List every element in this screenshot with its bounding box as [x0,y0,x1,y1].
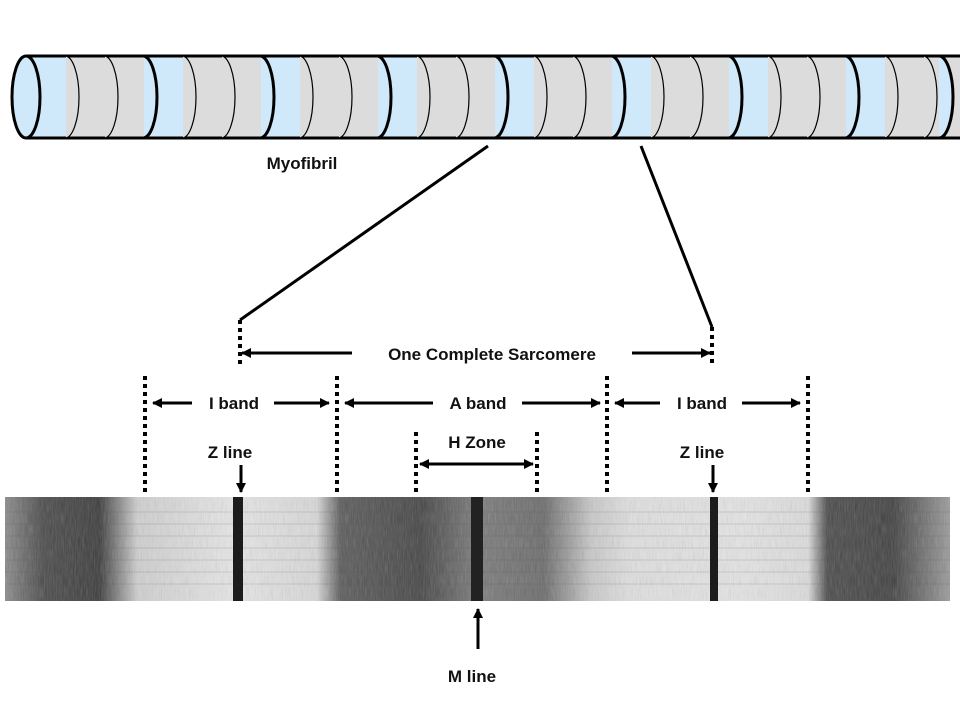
z-line-right-band [710,497,718,601]
a-band-span: A band [344,394,601,413]
z-line-left-label: Z line [208,443,252,462]
myofibril-cylinder [10,54,960,140]
i-band-right-label: I band [677,394,727,413]
i-band-left-span: I band [152,394,330,413]
i-band-right-span: I band [614,394,801,413]
sarcomere-label: One Complete Sarcomere [388,345,596,364]
a-band-label: A band [450,394,507,413]
myofibril-label: Myofibril [267,154,338,173]
h-zone-span: H Zone [419,433,534,469]
m-line-label: M line [448,667,496,686]
z-line-left-band [233,497,243,601]
zoom-line-right [639,145,714,328]
m-line-band [471,497,483,601]
sarcomere-span: One Complete Sarcomere [241,345,711,364]
z-line-right-label: Z line [680,443,724,462]
boundary-lines [143,320,810,496]
h-zone-label: H Zone [448,433,506,452]
zoom-line-left [239,144,489,322]
i-band-left-label: I band [209,394,259,413]
electron-micrograph [5,497,950,601]
myofibril-disc [10,54,42,140]
